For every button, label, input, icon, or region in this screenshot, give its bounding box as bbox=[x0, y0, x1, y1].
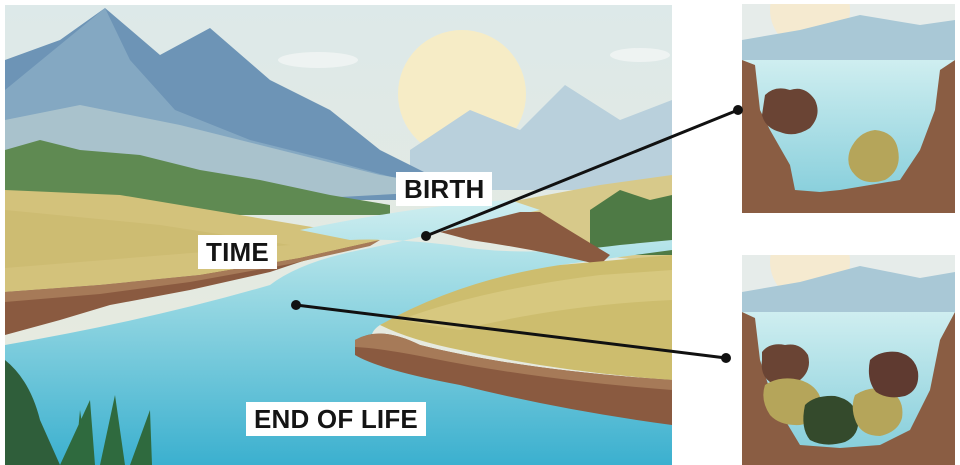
rock-green bbox=[803, 396, 858, 445]
end-of-life-label: END OF LIFE bbox=[246, 402, 426, 436]
rock-dark bbox=[869, 352, 918, 398]
downstream-inset bbox=[742, 222, 955, 465]
connector-dot bbox=[291, 300, 301, 310]
landscape-illustration bbox=[5, 5, 672, 465]
cloud bbox=[278, 52, 358, 68]
connector-dot bbox=[733, 105, 743, 115]
connector-dot bbox=[721, 353, 731, 363]
cloud bbox=[610, 48, 670, 62]
birth-label: BIRTH bbox=[396, 172, 492, 206]
connector-dot bbox=[421, 231, 431, 241]
rock-dark bbox=[762, 344, 809, 383]
upstream-inset bbox=[742, 0, 955, 213]
time-label: TIME bbox=[198, 235, 277, 269]
rock-dark bbox=[762, 88, 818, 134]
